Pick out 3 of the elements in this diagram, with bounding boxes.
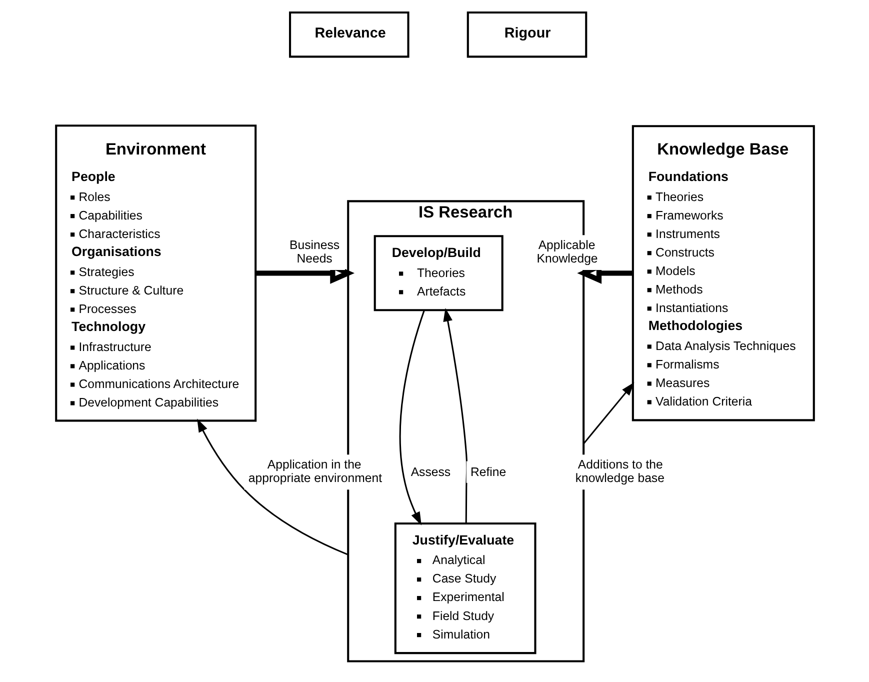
edge-label: Business Needs: [289, 238, 340, 266]
edge-label: Refine: [470, 464, 506, 479]
edge-label: Assess: [410, 464, 450, 479]
